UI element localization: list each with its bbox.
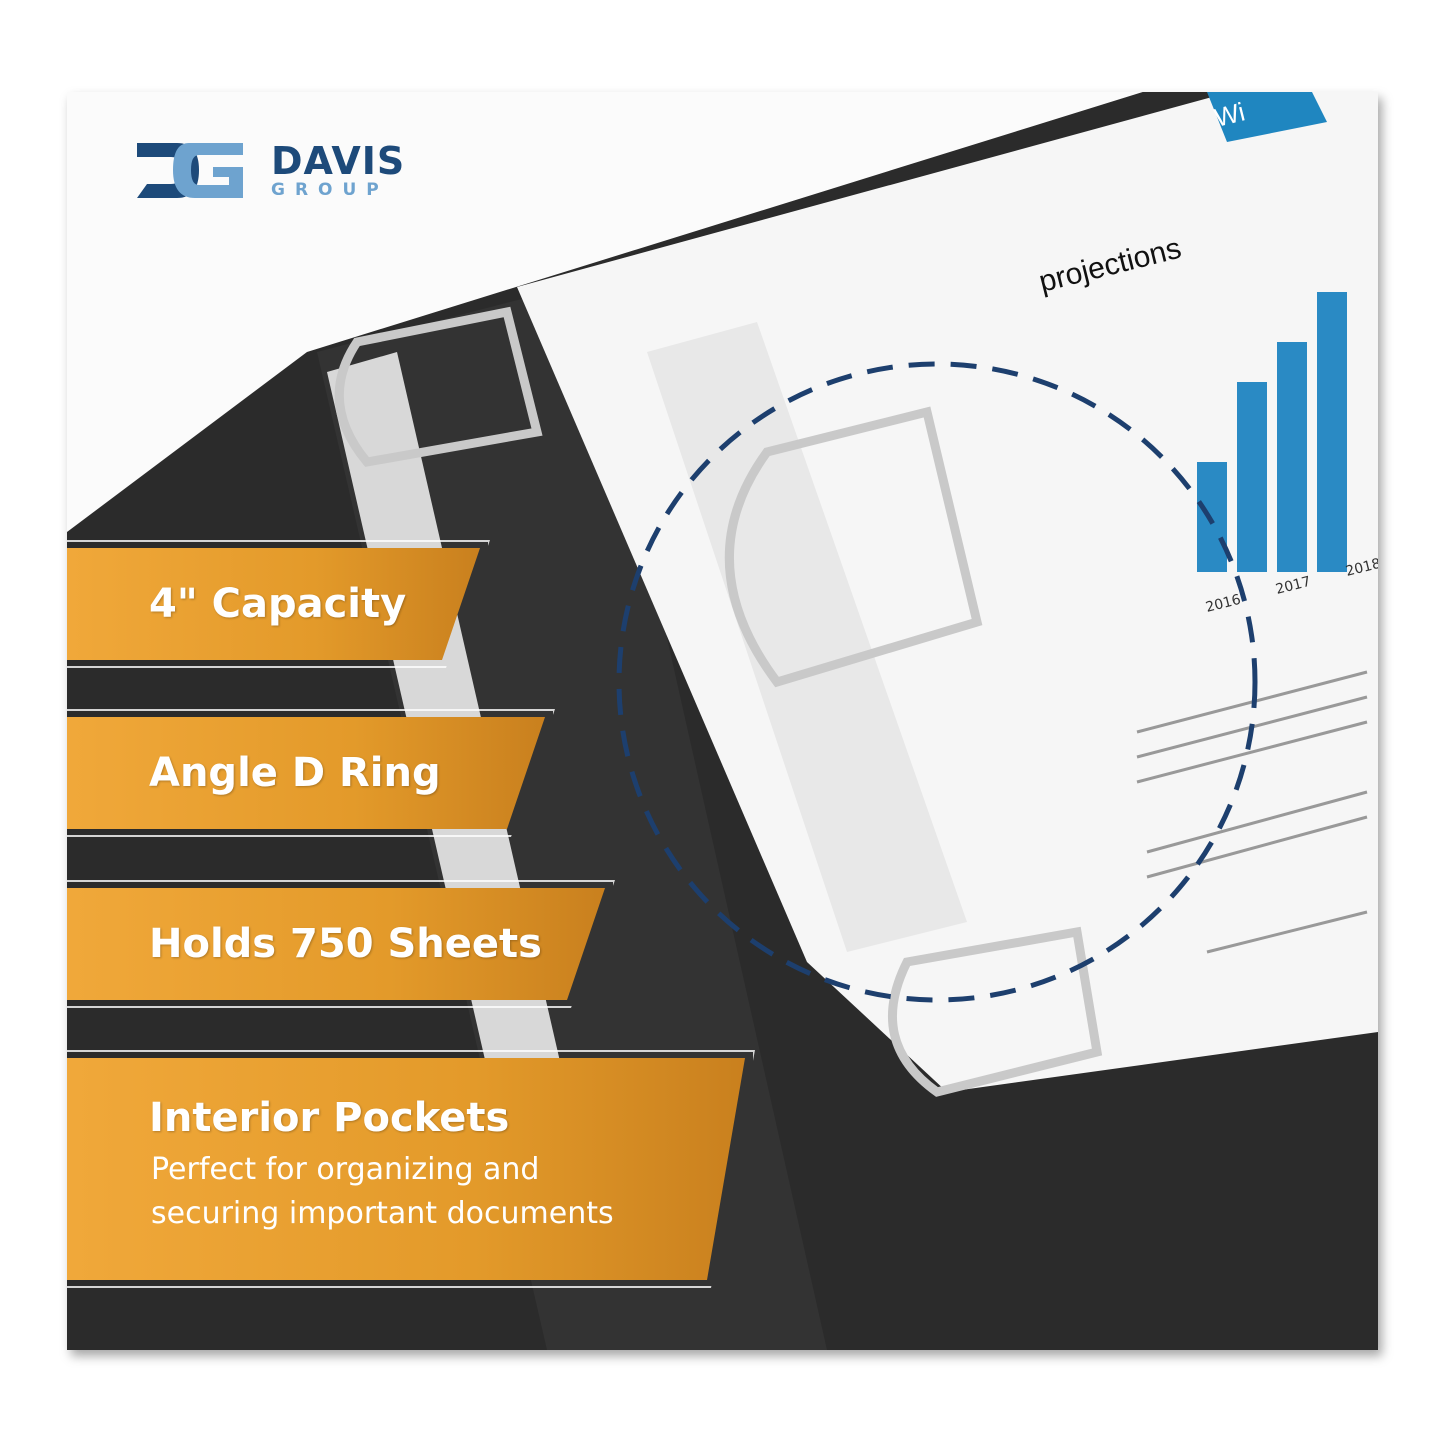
brand-sub: GROUP (271, 180, 389, 200)
paper-tab-label: Wi (1211, 96, 1248, 132)
feature-description: Perfect for organizing and securing impo… (151, 1152, 614, 1231)
davis-group-logo: DAVIS GROUP (137, 142, 405, 199)
feature-title: Angle D Ring (149, 750, 441, 796)
zoom-circle (616, 361, 1258, 1003)
feature-title: Holds 750 Sheets (149, 921, 542, 967)
d-rings (334, 306, 1103, 1097)
feature-banner-sheets: Holds 750 Sheets (67, 888, 605, 1000)
dg-monogram-icon (137, 143, 243, 198)
feature-banner-ring: Angle D Ring (67, 717, 545, 829)
feature-title: Interior Pockets (149, 1095, 510, 1141)
product-card: projections Wi 2016 2017 2018 DAVIS GROU… (67, 92, 1378, 1350)
feature-banner-capacity: 4" Capacity (67, 548, 480, 660)
feature-banner-pockets: Interior Pockets Perfect for organizing … (67, 1058, 745, 1280)
ring-mechanism-zoom (647, 322, 967, 952)
brand-name: DAVIS (271, 139, 406, 183)
paper-chart (1197, 292, 1347, 572)
paper-tab (1207, 92, 1327, 142)
feature-title: 4" Capacity (149, 581, 407, 627)
paper-text-lines (1136, 670, 1368, 954)
